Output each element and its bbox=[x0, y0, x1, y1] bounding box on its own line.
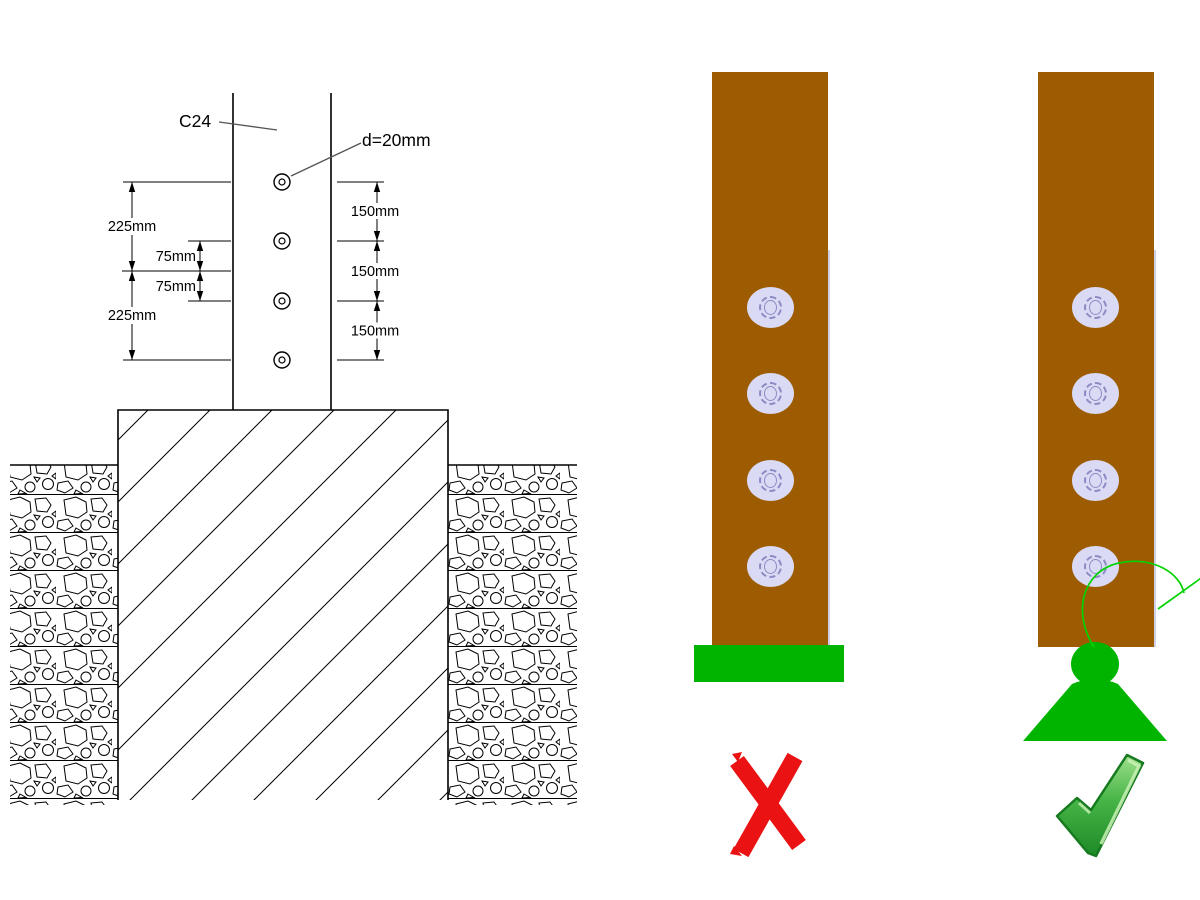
bolt-icon bbox=[1071, 459, 1119, 501]
dim-label-left-225-bottom: 225mm bbox=[108, 308, 156, 324]
ball-head bbox=[1071, 642, 1119, 686]
dim-label-right-150-1: 150mm bbox=[351, 204, 399, 220]
bolt-hole bbox=[273, 351, 291, 369]
hole-leader-line bbox=[290, 142, 362, 177]
dim-label-left-225-top: 225mm bbox=[108, 219, 156, 235]
c24-leader-line bbox=[218, 121, 278, 131]
label-backgrounds bbox=[106, 203, 399, 339]
bolt-icon bbox=[746, 286, 794, 328]
timber-post-outline bbox=[232, 93, 332, 410]
bolt-icon bbox=[1071, 286, 1119, 328]
callout-c24: C24 bbox=[179, 111, 278, 131]
dim-label-left-75-top: 75mm bbox=[156, 249, 196, 265]
dim-label-right-150-3: 150mm bbox=[351, 324, 399, 340]
bolt-icon bbox=[746, 545, 794, 587]
concrete-hatch bbox=[118, 410, 448, 800]
annotation-pointer-line bbox=[1157, 577, 1200, 610]
bolt-hole bbox=[273, 292, 291, 310]
dim-label-left-75-bottom: 75mm bbox=[156, 279, 196, 295]
circle-annotation-icon bbox=[1081, 560, 1200, 648]
cone-skirt bbox=[1023, 679, 1167, 741]
bolt-icon bbox=[746, 459, 794, 501]
green-check-icon bbox=[1055, 753, 1145, 858]
technical-drawing: 225mm 75mm 75mm 225mm 150mm 150mm 150mm … bbox=[10, 93, 577, 805]
dimension-lines bbox=[122, 181, 384, 361]
flat-pad-support bbox=[694, 645, 844, 682]
dim-label-right-150-2: 150mm bbox=[351, 264, 399, 280]
gravel-left bbox=[10, 465, 118, 805]
concrete-outline bbox=[117, 409, 449, 800]
red-cross-icon bbox=[730, 752, 806, 858]
post-grade-label: C24 bbox=[179, 111, 211, 131]
concrete-foundation bbox=[117, 409, 449, 800]
bolt-hole bbox=[273, 173, 291, 191]
hole-diameter-label: d=20mm bbox=[362, 130, 431, 150]
bolt-icon bbox=[1071, 372, 1119, 414]
gravel-right bbox=[448, 465, 577, 805]
bolt-icon bbox=[746, 372, 794, 414]
callout-hole-diameter: d=20mm bbox=[290, 130, 431, 177]
annotation-arc bbox=[1081, 560, 1185, 648]
cone-support-figure bbox=[1023, 642, 1167, 741]
bolt-hole bbox=[273, 232, 291, 250]
dimension-arrows bbox=[128, 182, 381, 360]
